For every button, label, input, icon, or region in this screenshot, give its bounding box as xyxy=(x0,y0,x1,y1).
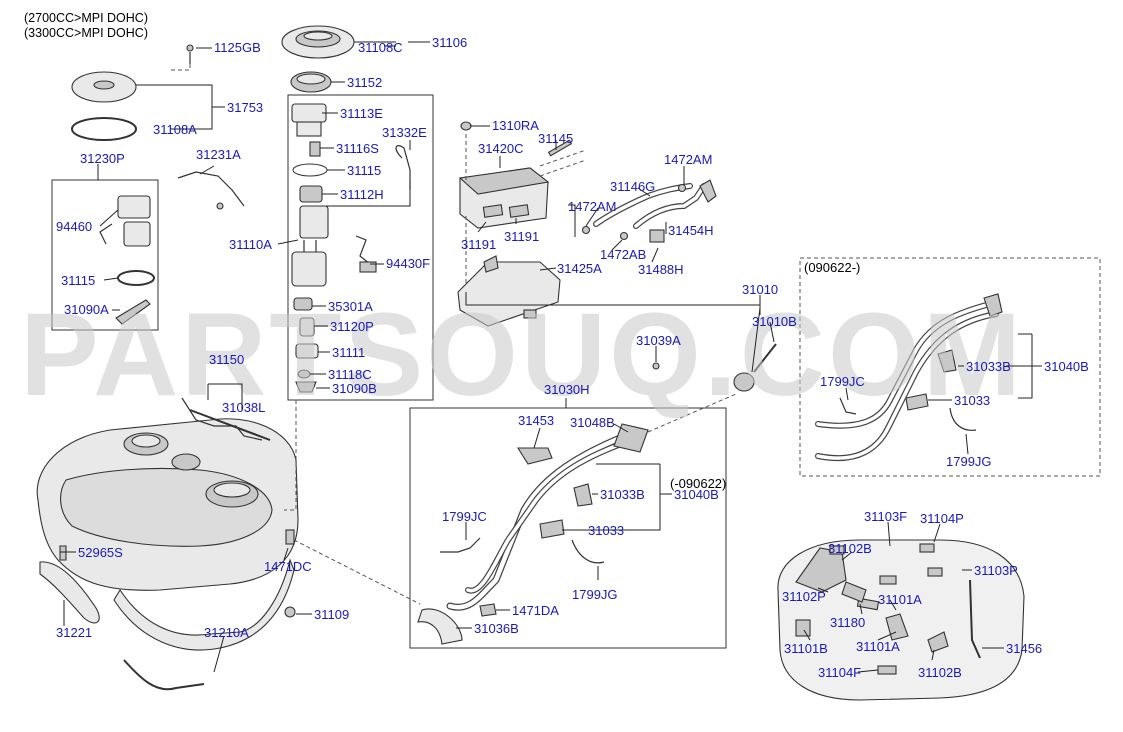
engine-variant-2: (3300CC>MPI DOHC) xyxy=(24,26,148,40)
part-label[interactable]: 31010 xyxy=(742,282,778,297)
part-label[interactable]: 31102B xyxy=(828,541,872,556)
part-label[interactable]: 31108C xyxy=(358,40,403,55)
sender-module-drawing xyxy=(71,44,245,325)
part-label[interactable]: 1799JG xyxy=(572,587,618,602)
part-label[interactable]: 31030H xyxy=(544,382,590,397)
part-label[interactable]: 31010B xyxy=(752,314,797,329)
part-label[interactable]: 31488H xyxy=(638,262,684,277)
part-label[interactable]: 31101A xyxy=(856,639,900,654)
part-label[interactable]: 35301A xyxy=(328,299,373,314)
part-label[interactable]: 31116S xyxy=(336,141,379,156)
part-label[interactable]: 31152 xyxy=(347,75,382,90)
part-label[interactable]: 1471DC xyxy=(264,559,312,574)
part-label[interactable]: 31040B xyxy=(1044,359,1089,374)
part-label[interactable]: 94430F xyxy=(386,256,430,271)
part-label[interactable]: 31102P xyxy=(782,589,826,604)
part-label[interactable]: 31038L xyxy=(222,400,265,415)
part-label[interactable]: 31111 xyxy=(332,345,365,360)
part-label[interactable]: 31230P xyxy=(80,151,125,166)
part-label[interactable]: 31425A xyxy=(557,261,602,276)
part-label[interactable]: 31113E xyxy=(340,106,383,121)
part-label[interactable]: 31210A xyxy=(204,625,249,640)
part-label[interactable]: 1472AM xyxy=(664,152,712,167)
part-label[interactable]: 31039A xyxy=(636,333,681,348)
tank-pad-drawing xyxy=(777,539,1025,701)
part-label[interactable]: 31103F xyxy=(864,509,907,524)
pump-module-group-box xyxy=(287,94,434,401)
part-label[interactable]: 31332E xyxy=(382,125,427,140)
part-label[interactable]: 31191 xyxy=(461,237,496,252)
part-label[interactable]: 31109 xyxy=(314,607,349,622)
part-label[interactable]: 31420C xyxy=(478,141,524,156)
part-label[interactable]: 1799JG xyxy=(946,454,992,469)
part-label[interactable]: 31453 xyxy=(518,413,554,428)
part-labels: 1125GB 31108C 31106 31753 31108A 31152 3… xyxy=(56,35,1089,680)
part-label[interactable]: 31104F xyxy=(818,665,861,680)
part-label[interactable]: 31036B xyxy=(474,621,519,636)
part-label[interactable]: 31191 xyxy=(504,229,539,244)
part-label[interactable]: 31103P xyxy=(974,563,1018,578)
part-label[interactable]: 31231A xyxy=(196,147,241,162)
part-label[interactable]: 31101B xyxy=(784,641,828,656)
revision-label: (-090622) xyxy=(670,476,726,491)
part-label[interactable]: 31110A xyxy=(229,237,272,252)
part-label[interactable]: 1472AB xyxy=(600,247,646,262)
part-label[interactable]: 31115 xyxy=(61,273,95,288)
filler-neck-new-drawing xyxy=(815,293,1003,462)
part-label[interactable]: 31118C xyxy=(328,367,372,382)
part-label[interactable]: 31033 xyxy=(588,523,624,538)
part-label[interactable]: 1471DA xyxy=(512,603,559,618)
part-label[interactable]: 1472AM xyxy=(568,199,616,214)
engine-variant-1: (2700CC>MPI DOHC) xyxy=(24,11,148,25)
filler-neck-drawing xyxy=(417,343,777,645)
part-label[interactable]: 31146G xyxy=(610,179,655,194)
part-label[interactable]: 31033 xyxy=(954,393,990,408)
part-label[interactable]: 1799JC xyxy=(442,509,487,524)
part-label[interactable]: 31115 xyxy=(347,163,381,178)
filler-neck-group-box xyxy=(409,407,727,649)
part-label[interactable]: 31033B xyxy=(600,487,645,502)
part-label[interactable]: 31040B xyxy=(674,487,719,502)
part-label[interactable]: 1125GB xyxy=(214,40,261,55)
part-label[interactable]: 31106 xyxy=(432,35,467,50)
canister-drawing xyxy=(457,121,717,327)
revision-group-box xyxy=(799,257,1101,477)
part-label[interactable]: 31048B xyxy=(570,415,615,430)
part-label[interactable]: 31120P xyxy=(330,319,374,334)
part-label[interactable]: 31104P xyxy=(920,511,964,526)
part-label[interactable]: 31221 xyxy=(56,625,92,640)
sender-group-box xyxy=(51,179,159,331)
part-label[interactable]: 1799JC xyxy=(820,374,865,389)
part-label[interactable]: 31456 xyxy=(1006,641,1042,656)
fuel-pump-module-drawing xyxy=(281,25,411,393)
part-label[interactable]: 31102B xyxy=(918,665,962,680)
fuel-tank-drawing xyxy=(36,397,299,691)
part-label[interactable]: 31090A xyxy=(64,302,109,317)
part-label[interactable]: 31150 xyxy=(209,352,244,367)
part-label[interactable]: 31112H xyxy=(340,187,384,202)
part-label[interactable]: 31145 xyxy=(538,131,573,146)
part-label[interactable]: 31753 xyxy=(227,100,263,115)
part-label[interactable]: 1310RA xyxy=(492,118,539,133)
part-label[interactable]: 52965S xyxy=(78,545,123,560)
part-label[interactable]: 31180 xyxy=(830,615,865,630)
part-label[interactable]: 31454H xyxy=(668,223,714,238)
watermark: PARTSOUQ.COM xyxy=(20,289,1024,421)
part-label[interactable]: 31108A xyxy=(153,122,197,137)
part-label[interactable]: 31101A xyxy=(878,592,922,607)
part-label[interactable]: 31033B xyxy=(966,359,1011,374)
part-label[interactable]: 31090B xyxy=(332,381,377,396)
part-label[interactable]: 94460 xyxy=(56,219,92,234)
revision-label: (090622-) xyxy=(804,260,860,275)
